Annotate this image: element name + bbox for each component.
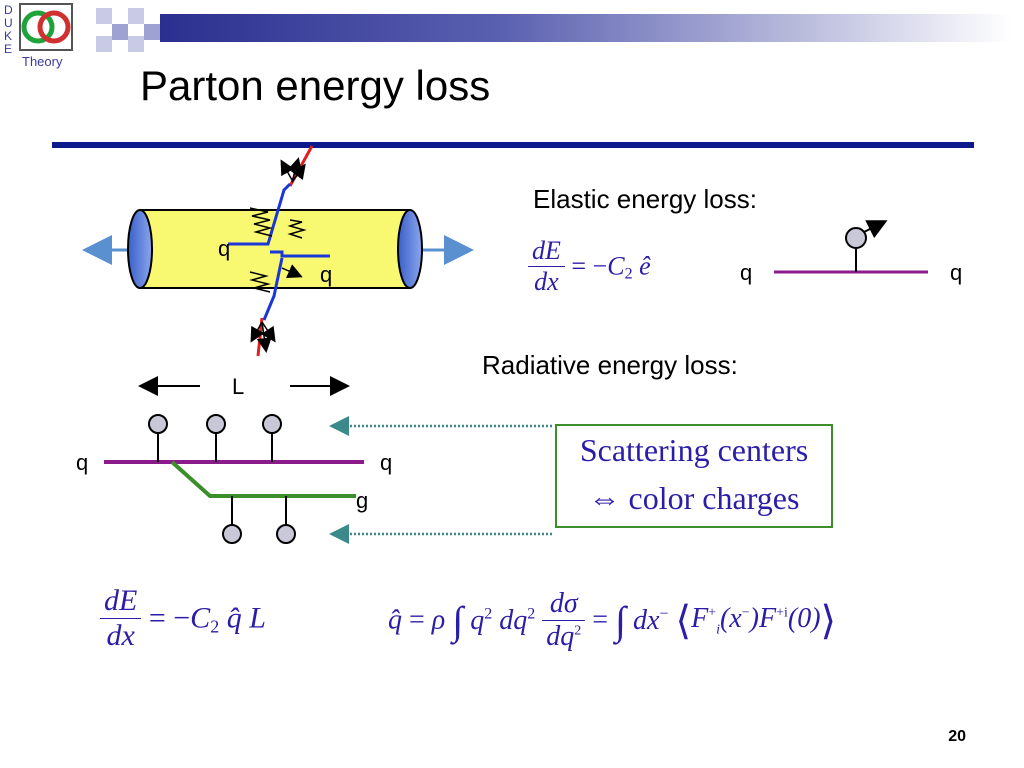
gluon-zigzag-2 — [287, 219, 307, 239]
radiative-scattering-centers-top — [148, 414, 282, 462]
top-label-q-right: q — [320, 262, 333, 287]
logo-letter-u: U — [4, 16, 13, 30]
radiative-heading: Radiative energy loss: — [482, 350, 738, 380]
elastic-scattering-center — [845, 227, 867, 249]
elastic-label-q-out: q — [950, 260, 963, 285]
radiative-scattering-centers-bottom — [222, 496, 296, 544]
parton-line-lower — [262, 257, 284, 321]
logo-letter-d: D — [4, 3, 13, 17]
elastic-heading: Elastic energy loss: — [533, 184, 757, 214]
title-rule — [52, 142, 974, 148]
parton-line-upper — [228, 182, 292, 246]
slide-title: Parton energy loss — [140, 62, 491, 109]
elastic-recoil-arrow — [863, 220, 888, 239]
logo-subtitle: Theory — [22, 54, 63, 69]
scattering-centers-box: Scattering centers ⇔ color charges — [555, 424, 833, 528]
top-label-q-left: q — [218, 236, 231, 261]
logo-letter-k: K — [4, 29, 12, 43]
elastic-label-q-in: q — [740, 260, 753, 285]
header-gradient-bar — [160, 14, 1012, 42]
parton-line-right — [270, 250, 330, 258]
gluon-zigzag-1 — [249, 207, 273, 237]
length-label: L — [232, 374, 245, 399]
radiative-label-g: g — [356, 488, 369, 513]
header-checker-pattern — [96, 8, 160, 52]
logo-letter-e: E — [4, 42, 12, 56]
page-number: 20 — [948, 728, 966, 745]
duke-theory-logo: D U K E Theory — [0, 0, 80, 70]
radiative-loss-formula: dE dx = −C2 q̂ L — [100, 584, 266, 653]
scattering-box-line2: ⇔ color charges — [588, 480, 800, 516]
scattering-box-line1: Scattering centers — [579, 432, 809, 468]
gluon-zigzag-3 — [249, 271, 271, 293]
radiative-label-q-in: q — [76, 450, 89, 475]
qhat-formula: q̂ = ρ ∫ q2 dq2 dσ dq2 = ∫ dx− ⟨F+i(x−)F… — [388, 588, 837, 652]
elastic-formula: dE dx = −C2 ê — [528, 236, 651, 297]
radiative-gluon-line — [170, 460, 356, 498]
radiative-label-q-out: q — [380, 450, 393, 475]
